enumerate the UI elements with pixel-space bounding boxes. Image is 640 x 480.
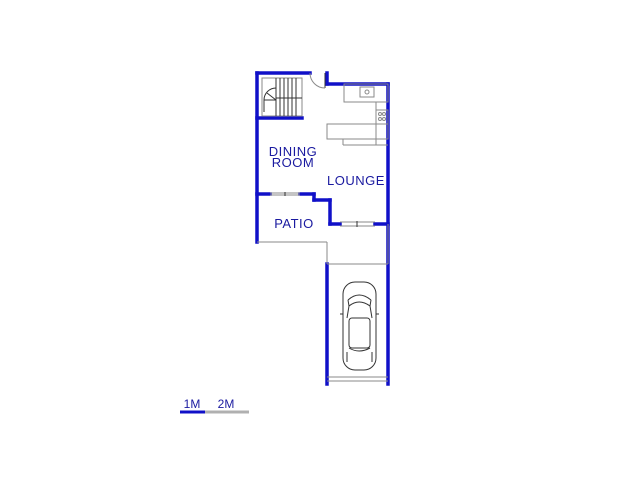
entrance-door [309,72,326,89]
scale-label-1m: 1M [184,397,201,411]
sliding-door-lounge [340,221,375,227]
sliding-door-patio [270,192,300,196]
scale-label-2m: 2M [218,397,235,411]
kitchen-counter [326,83,389,146]
patio-label: PATIO [274,216,314,231]
lounge-label: LOUNGE [327,173,385,188]
garage-door [327,376,388,382]
patio-outline [257,224,389,265]
dining-room-label-line2: ROOM [272,155,314,170]
dining-room-label-line1: DINING [269,144,318,159]
scale-bar: 1M 2M [180,397,249,414]
car-icon [340,281,379,371]
staircase [261,77,303,117]
